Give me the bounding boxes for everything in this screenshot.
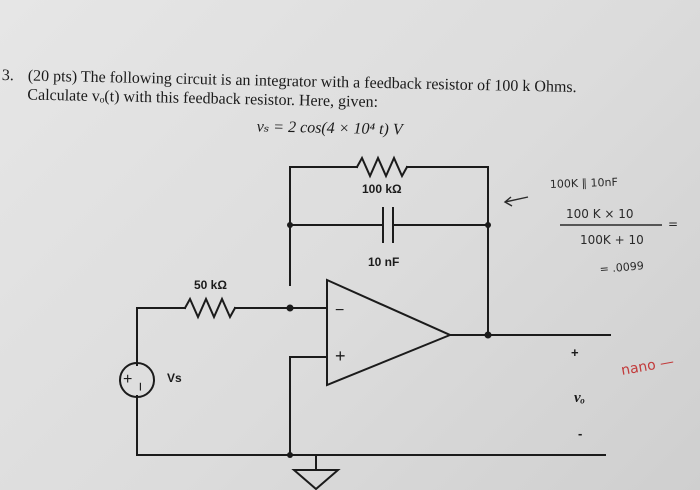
junction-dot [485,222,491,228]
source-minus-sign: − [131,382,148,391]
feedback-resistor-label: 100 kΩ [362,182,402,196]
opamp-minus-sign: − [335,302,344,319]
handwritten-fraction-equals: = [668,217,678,231]
junction-dot [286,304,294,312]
input-resistor-symbol [183,296,237,320]
input-resistor-label: 50 kΩ [194,278,227,292]
voltage-source-circle [119,362,155,398]
handwritten-nano: nano — [620,354,675,379]
output-minus-sign: - [578,426,582,441]
ground-icon [291,469,341,490]
handwritten-result: = .0099 [599,259,644,276]
opamp-plus-sign: + [335,346,346,366]
junction-dot [484,331,492,339]
opamp-triangle [326,278,453,387]
noninverting-wire [289,356,328,456]
feedback-resistor-wire [289,166,358,286]
source-label: Vs [167,371,182,385]
feedback-resistor-symbol [355,155,409,179]
output-voltage-label: vₒ [574,390,585,406]
junction-dot [287,222,293,228]
handwritten-fraction-numerator: 100 K × 10 [566,207,634,221]
handwritten-parallel-note: 100K ∥ 10nF [550,176,618,191]
input-wire-left [136,307,186,366]
arrow-icon [503,196,529,207]
source-plus-sign: + [123,371,132,388]
output-plus-sign: + [571,345,579,360]
feedback-capacitor-label: 10 nF [368,255,399,269]
feedback-resistor-wire-right [406,166,489,336]
junction-dot [287,452,293,458]
handwritten-fraction-denominator: 100K + 10 [580,233,644,247]
